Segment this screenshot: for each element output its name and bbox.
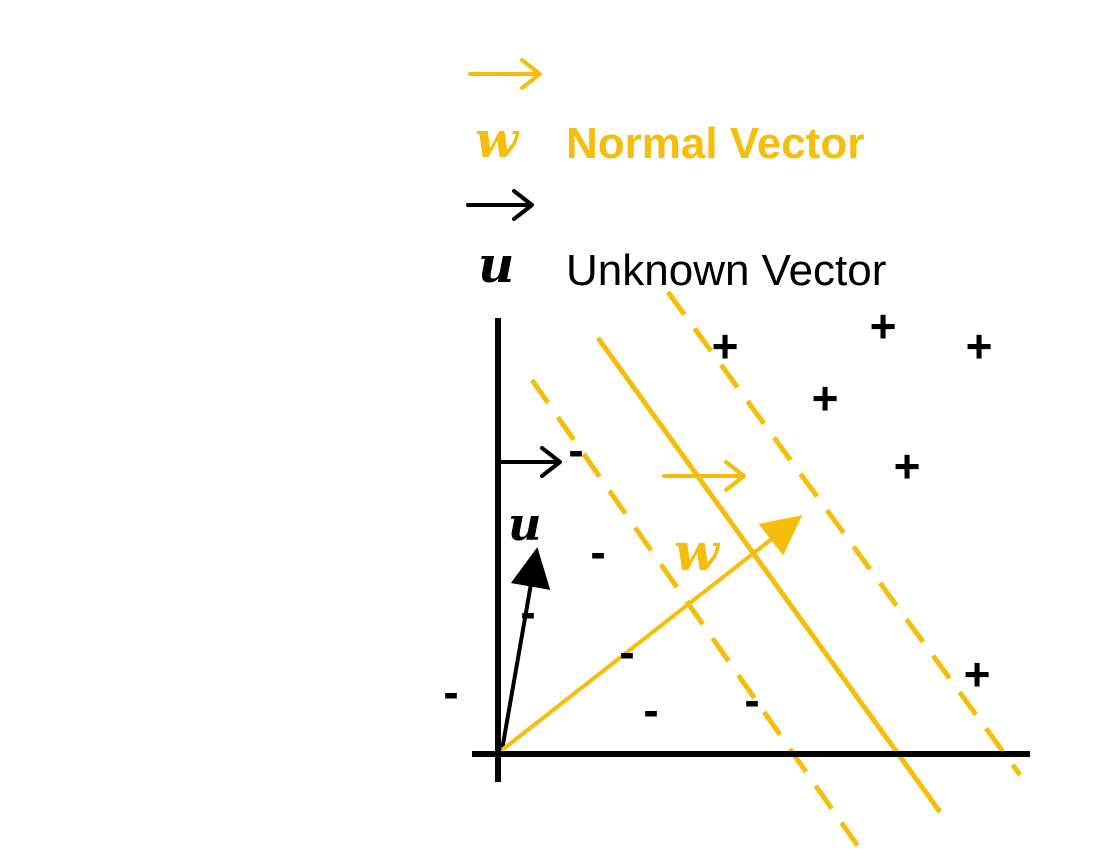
vector-arrow-icon	[662, 460, 746, 492]
legend-u-label: Unknown Vector	[566, 246, 886, 295]
negative-sample: -	[443, 666, 458, 718]
vector-w-arrow	[500, 515, 803, 752]
vector-u-symbol: u	[508, 497, 541, 551]
legend-w-label: Normal Vector	[566, 119, 864, 168]
vector-arrow-icon	[468, 58, 542, 90]
positive-sample: +	[812, 372, 839, 424]
negative-sample: -	[568, 424, 583, 476]
negative-sample: -	[619, 626, 634, 678]
vector-u-arrow	[500, 547, 551, 751]
margin-line-negative	[529, 378, 865, 854]
margin-line-positive	[665, 290, 1023, 777]
decision-boundary-line	[595, 336, 943, 814]
positive-sample: +	[712, 320, 739, 372]
legend-u: u Unknown Vector	[466, 189, 886, 295]
axes	[472, 318, 1030, 782]
negative-sample: -	[744, 674, 759, 726]
positive-sample: +	[964, 648, 991, 700]
hyperplane-group	[529, 290, 1023, 854]
vector-u: u	[496, 446, 562, 751]
legend-w: w Normal Vector	[468, 58, 864, 169]
negative-samples: - - - - - - -	[443, 424, 759, 736]
positive-samples: + + + + + +	[712, 300, 993, 700]
legend-w-symbol: w	[475, 110, 520, 169]
vector-w: w	[500, 460, 803, 752]
positive-sample: +	[894, 440, 921, 492]
positive-sample: +	[966, 320, 993, 372]
negative-sample: -	[590, 526, 605, 578]
legend-u-symbol: u	[478, 235, 514, 294]
negative-sample: -	[643, 684, 658, 736]
vector-arrow-icon	[496, 446, 562, 478]
vector-arrow-icon	[466, 189, 534, 221]
positive-sample: +	[870, 300, 897, 352]
negative-sample: -	[520, 586, 535, 638]
vector-w-symbol: w	[674, 522, 721, 583]
